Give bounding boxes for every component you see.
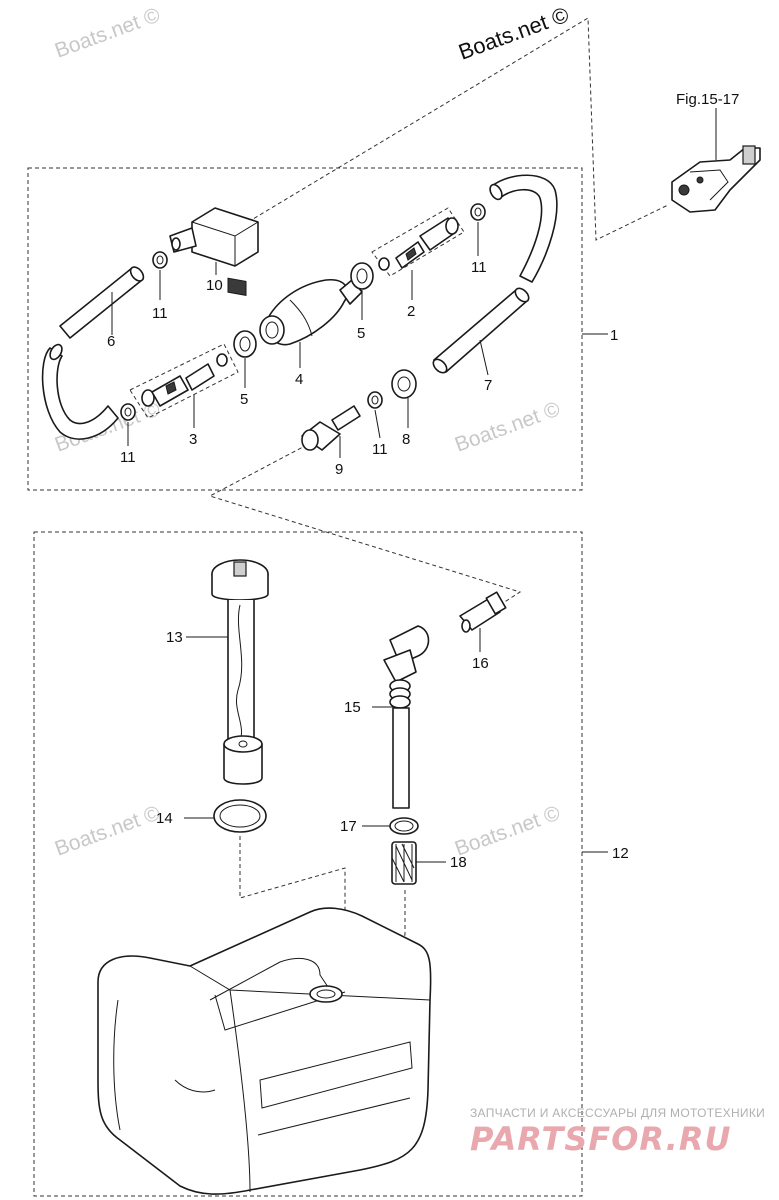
part-11-clip-c: [120, 403, 136, 446]
part-3-valve-assembly: [129, 343, 239, 428]
part-18-filter: [391, 841, 446, 885]
callout-9: 9: [335, 461, 343, 478]
callout-13: 13: [166, 629, 183, 646]
callout-7: 7: [484, 377, 492, 394]
callout-4: 4: [295, 371, 303, 388]
callout-8: 8: [402, 431, 410, 448]
watermark-low-right: Boats.net ©: [452, 801, 564, 860]
part-9-connector: [301, 405, 361, 458]
part-5-sleeve-b: [233, 330, 257, 388]
assembly-12-boundary: [33, 531, 583, 1197]
callout-12: 12: [612, 845, 629, 862]
part-5-sleeve-a: [350, 262, 374, 320]
brand-logo: PARTSFOR.RU: [470, 1120, 731, 1158]
fig-15-17-connector: [671, 108, 761, 213]
callout-14: 14: [156, 810, 173, 827]
watermark-top-left: Boats.net ©: [52, 3, 164, 62]
part-11-clip-d: [367, 391, 383, 439]
part-15-pickup-tube: [372, 625, 430, 809]
callout-5b: 5: [240, 391, 248, 408]
part-10-connector: [169, 207, 259, 296]
connector-line-fig: [217, 17, 669, 241]
callout-11c: 11: [120, 449, 136, 466]
callout-17: 17: [340, 818, 357, 835]
connector-line-14-tank: [239, 836, 346, 928]
callout-11b: 11: [471, 259, 487, 276]
callout-15: 15: [344, 699, 361, 716]
connector-line-18-tank: [344, 890, 406, 966]
part-7-hose: [432, 174, 558, 376]
watermark-mid-right: Boats.net ©: [452, 397, 564, 456]
part-4-primer-bulb: [259, 279, 363, 368]
watermark-top-right: Boats.net ©: [455, 2, 572, 65]
part-6-hose: [41, 266, 145, 440]
callout-10: 10: [206, 277, 223, 294]
part-2-valve-assembly: [371, 207, 465, 300]
callout-2: 2: [407, 303, 415, 320]
figure-reference-label: Fig.15-17: [676, 91, 739, 108]
callout-11d: 11: [372, 441, 388, 458]
callout-3: 3: [189, 431, 197, 448]
part-8-sleeve: [391, 369, 417, 428]
part-13-fuel-gauge: [186, 559, 269, 785]
part-11-clip-a: [152, 251, 168, 300]
callout-11a: 11: [152, 305, 168, 322]
brand-tagline: ЗАПЧАСТИ И АКСЕССУАРЫ ДЛЯ МОТОТЕХНИКИ: [470, 1106, 765, 1120]
part-11-clip-b: [470, 203, 486, 256]
watermark-low-left: Boats.net ©: [52, 801, 164, 860]
callout-18: 18: [450, 854, 467, 871]
callout-1: 1: [610, 327, 618, 344]
part-14-oring: [184, 799, 267, 833]
part-16-fitting: [459, 591, 507, 652]
part-17-oring: [362, 817, 419, 835]
part-12-fuel-tank: [97, 851, 608, 1195]
callout-6: 6: [107, 333, 115, 350]
callout-16: 16: [472, 655, 489, 672]
assembly-1-boundary: [27, 167, 583, 491]
callout-5a: 5: [357, 325, 365, 342]
